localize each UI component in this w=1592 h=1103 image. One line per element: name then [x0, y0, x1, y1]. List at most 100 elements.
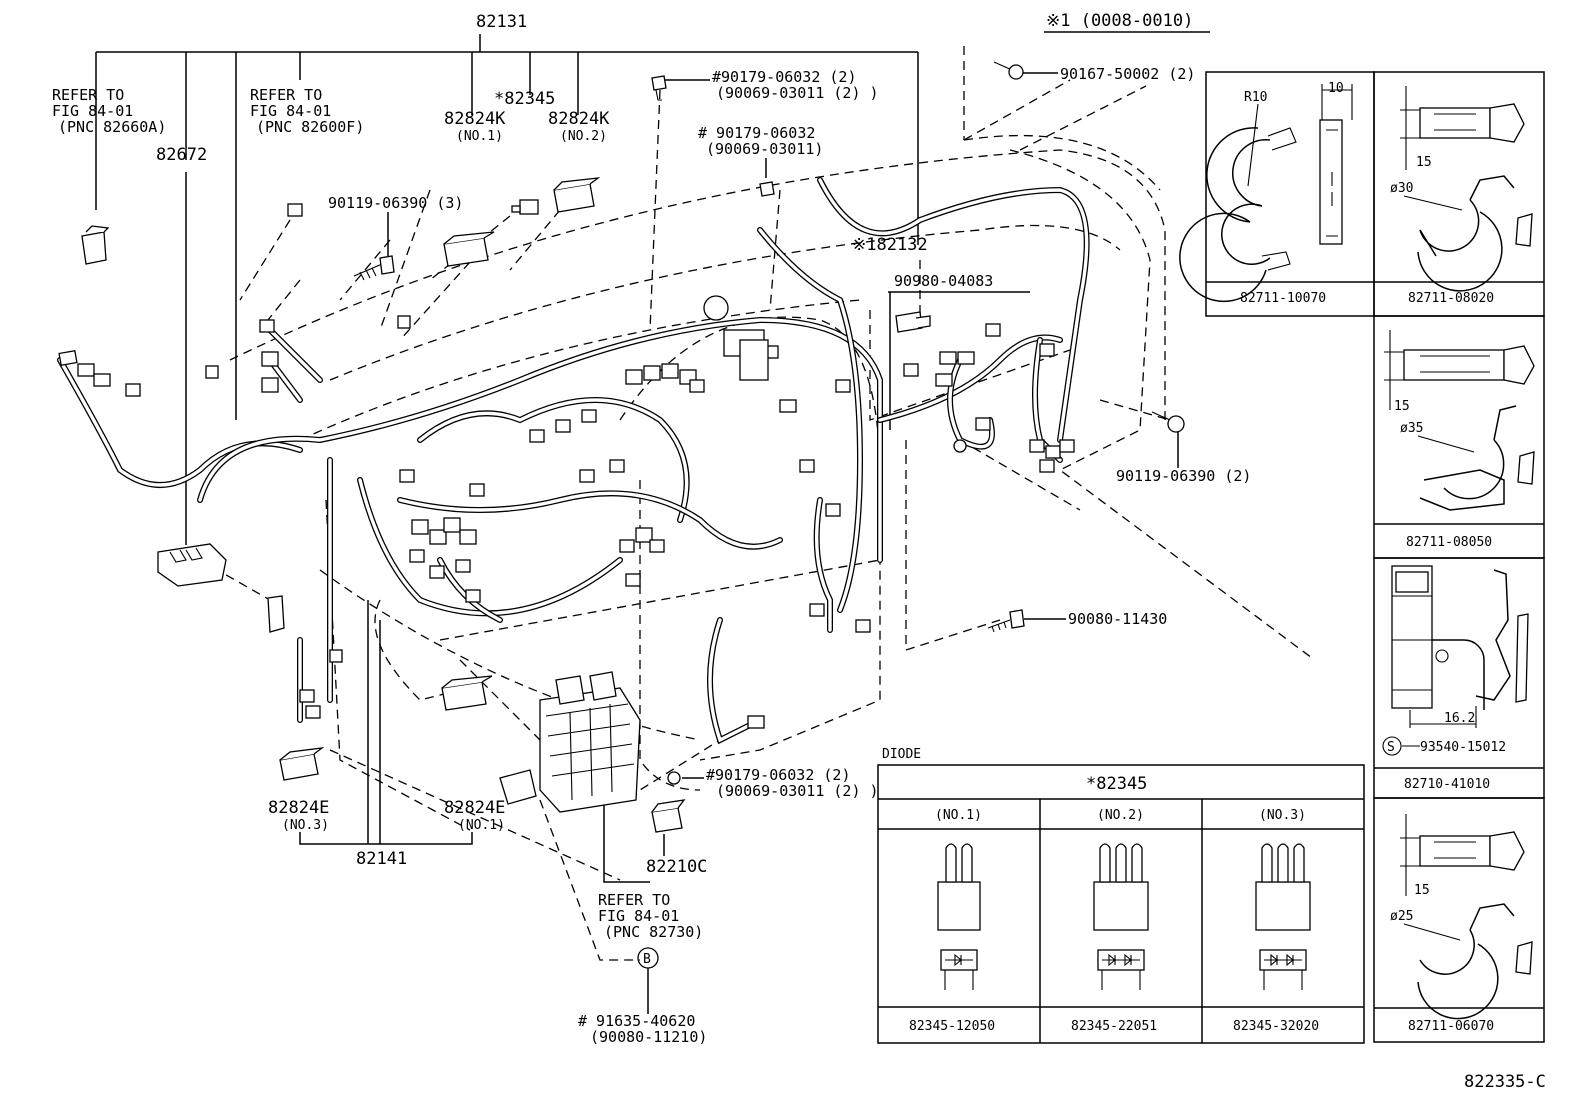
assy-82131-leader [95, 51, 919, 545]
diode-column-3: (NO.3) 82345-32020 [1233, 808, 1319, 1034]
svg-text:16.2: 16.2 [1444, 711, 1475, 726]
svg-text:FIG 84-01: FIG 84-01 [52, 102, 133, 120]
svg-text:82711-08020: 82711-08020 [1408, 291, 1494, 306]
label-82210c: 82210C [646, 857, 707, 877]
diode-column-2: (NO.2)82345-22051 [1071, 808, 1157, 1034]
diode-column-label: (NO.1) [935, 808, 982, 823]
svg-text:(PNC 82600F): (PNC 82600F) [256, 118, 364, 136]
svg-text:# 90179-06032: # 90179-06032 [698, 124, 815, 142]
part-82345-diode [511, 199, 539, 215]
label-clip-top-a: #90179-06032 (2) (90069-03011 (2) ) [712, 68, 879, 102]
diode-terminal [1115, 843, 1127, 883]
svg-text:#90179-06032 (2): #90179-06032 (2) [706, 766, 851, 784]
svg-text:82711-08050: 82711-08050 [1406, 535, 1492, 550]
svg-text:10: 10 [1328, 81, 1344, 96]
label-screw-top: 90167-50002 (2) [1060, 65, 1195, 83]
svg-text:REFER TO: REFER TO [250, 86, 322, 104]
refer-82730: REFER TO FIG 84-01 (PNC 82730) [598, 891, 703, 941]
part-82210c-relay [651, 799, 686, 833]
diode-pins [944, 970, 974, 990]
diode-pins [1263, 970, 1303, 990]
label-182132: ※182132 [852, 235, 928, 255]
svg-text:ø30: ø30 [1390, 181, 1413, 196]
label-bolt-left: 90119-06390 (3) [328, 194, 463, 212]
refer-82600f: REFER TO FIG 84-01 (PNC 82600F) [250, 86, 364, 136]
clip-90179-b [759, 181, 775, 197]
part-82824e-no1 [441, 675, 493, 711]
diode-body [937, 881, 981, 931]
svg-text:ø35: ø35 [1400, 421, 1423, 436]
clamp-82711-06070: 15 ø25 82711-06070 [1390, 814, 1533, 1034]
svg-text:15: 15 [1394, 399, 1410, 414]
diode-column-label: (NO.3) [1259, 808, 1306, 823]
svg-text:(90080-11210): (90080-11210) [590, 1028, 707, 1046]
marker-b-letter: B [643, 952, 651, 967]
svg-text:93540-15012: 93540-15012 [1420, 740, 1506, 755]
wire-harness [57, 177, 1090, 745]
date-note: ※1 (0008-0010) [1046, 11, 1193, 31]
bolt-90080-11430 [987, 609, 1025, 633]
svg-text:R10: R10 [1244, 90, 1267, 105]
svg-text:REFER TO: REFER TO [52, 86, 124, 104]
diode-body [1255, 881, 1311, 931]
svg-text:(PNC 82660A): (PNC 82660A) [58, 118, 166, 136]
diode-terminal [1131, 843, 1143, 883]
part-junction-block [499, 671, 641, 813]
figure-code: 822335-C [1464, 1072, 1546, 1092]
diode-columns: (NO.1) 82345-12050 (NO.2)82345-22051 (NO.3)… [909, 808, 1319, 1034]
svg-text:FIG 84-01: FIG 84-01 [598, 907, 679, 925]
part-90980-connector [895, 311, 931, 333]
part-82660a-connector [81, 225, 110, 265]
bolt-90119-right [1151, 411, 1185, 433]
svg-text:(NO.2): (NO.2) [560, 129, 607, 144]
label-82824k-no2: 82824K (NO.2) [548, 109, 610, 144]
svg-text:FIG 84-01: FIG 84-01 [250, 102, 331, 120]
label-clip-bot: #90179-06032 (2) (90069-03011 (2) ) [706, 766, 879, 800]
diode-part-number: 82345-12050 [909, 1019, 995, 1034]
diode-table-header: *82345 [1086, 774, 1147, 794]
part-82824e-no3 [279, 747, 325, 781]
clamp-82710-41010: 16.2 S 93540-15012 82710-41010 [1382, 565, 1529, 792]
label-clip-top-b: # 90179-06032 (90069-03011) [698, 124, 823, 158]
svg-text:15: 15 [1414, 883, 1430, 898]
svg-text:(90069-03011 (2) ): (90069-03011 (2) ) [716, 782, 879, 800]
diode-terminal [945, 843, 957, 883]
clamp-82711-08020: 15 ø30 82711-08020 [1390, 86, 1533, 306]
part-82600f-fuse [287, 203, 303, 217]
clip-90179-bottom [667, 771, 681, 785]
diode-caption: DIODE [882, 747, 921, 762]
svg-text:82824K: 82824K [548, 109, 610, 129]
refer-82730-leader [603, 780, 650, 883]
svg-text:(90069-03011 (2) ): (90069-03011 (2) ) [716, 84, 879, 102]
label-82141: 82141 [356, 849, 407, 869]
diode-terminal [1261, 843, 1273, 883]
part-82824k-no2 [553, 177, 601, 213]
svg-text:(NO.3): (NO.3) [282, 818, 329, 833]
label-90980-04083: 90980-04083 [894, 272, 993, 290]
refer-82660a: REFER TO FIG 84-01 (PNC 82660A) [52, 86, 166, 136]
diode-column-1: (NO.1) 82345-12050 [909, 808, 995, 1034]
part-82672-block [157, 543, 285, 633]
diode-symbol [945, 953, 973, 967]
label-82824e-no3: 82824E (NO.3) [268, 798, 329, 833]
svg-text:82824E: 82824E [268, 798, 329, 818]
svg-text:82711-06070: 82711-06070 [1408, 1019, 1494, 1034]
label-bolt-mid: 90080-11430 [1068, 610, 1167, 628]
svg-text:82711-10070: 82711-10070 [1240, 291, 1326, 306]
svg-text:82824K: 82824K [444, 109, 506, 129]
clamp-82711-08050: 15 ø35 82711-08050 [1384, 330, 1535, 550]
label-bolt-right: 90119-06390 (2) [1116, 467, 1251, 485]
svg-text:S: S [1387, 740, 1395, 755]
diode-body [1093, 881, 1149, 931]
diode-terminal [961, 843, 973, 883]
clamp-82711-10070: R10 10 82711-10070 [1179, 81, 1353, 306]
label-82345: *82345 [494, 89, 555, 109]
diode-symbol [1264, 953, 1302, 967]
svg-text:REFER TO: REFER TO [598, 891, 670, 909]
diode-part-number: 82345-32020 [1233, 1019, 1319, 1034]
bolt-90119-left [353, 212, 395, 281]
svg-text:ø25: ø25 [1390, 909, 1413, 924]
diode-column-label: (NO.2) [1097, 808, 1144, 823]
